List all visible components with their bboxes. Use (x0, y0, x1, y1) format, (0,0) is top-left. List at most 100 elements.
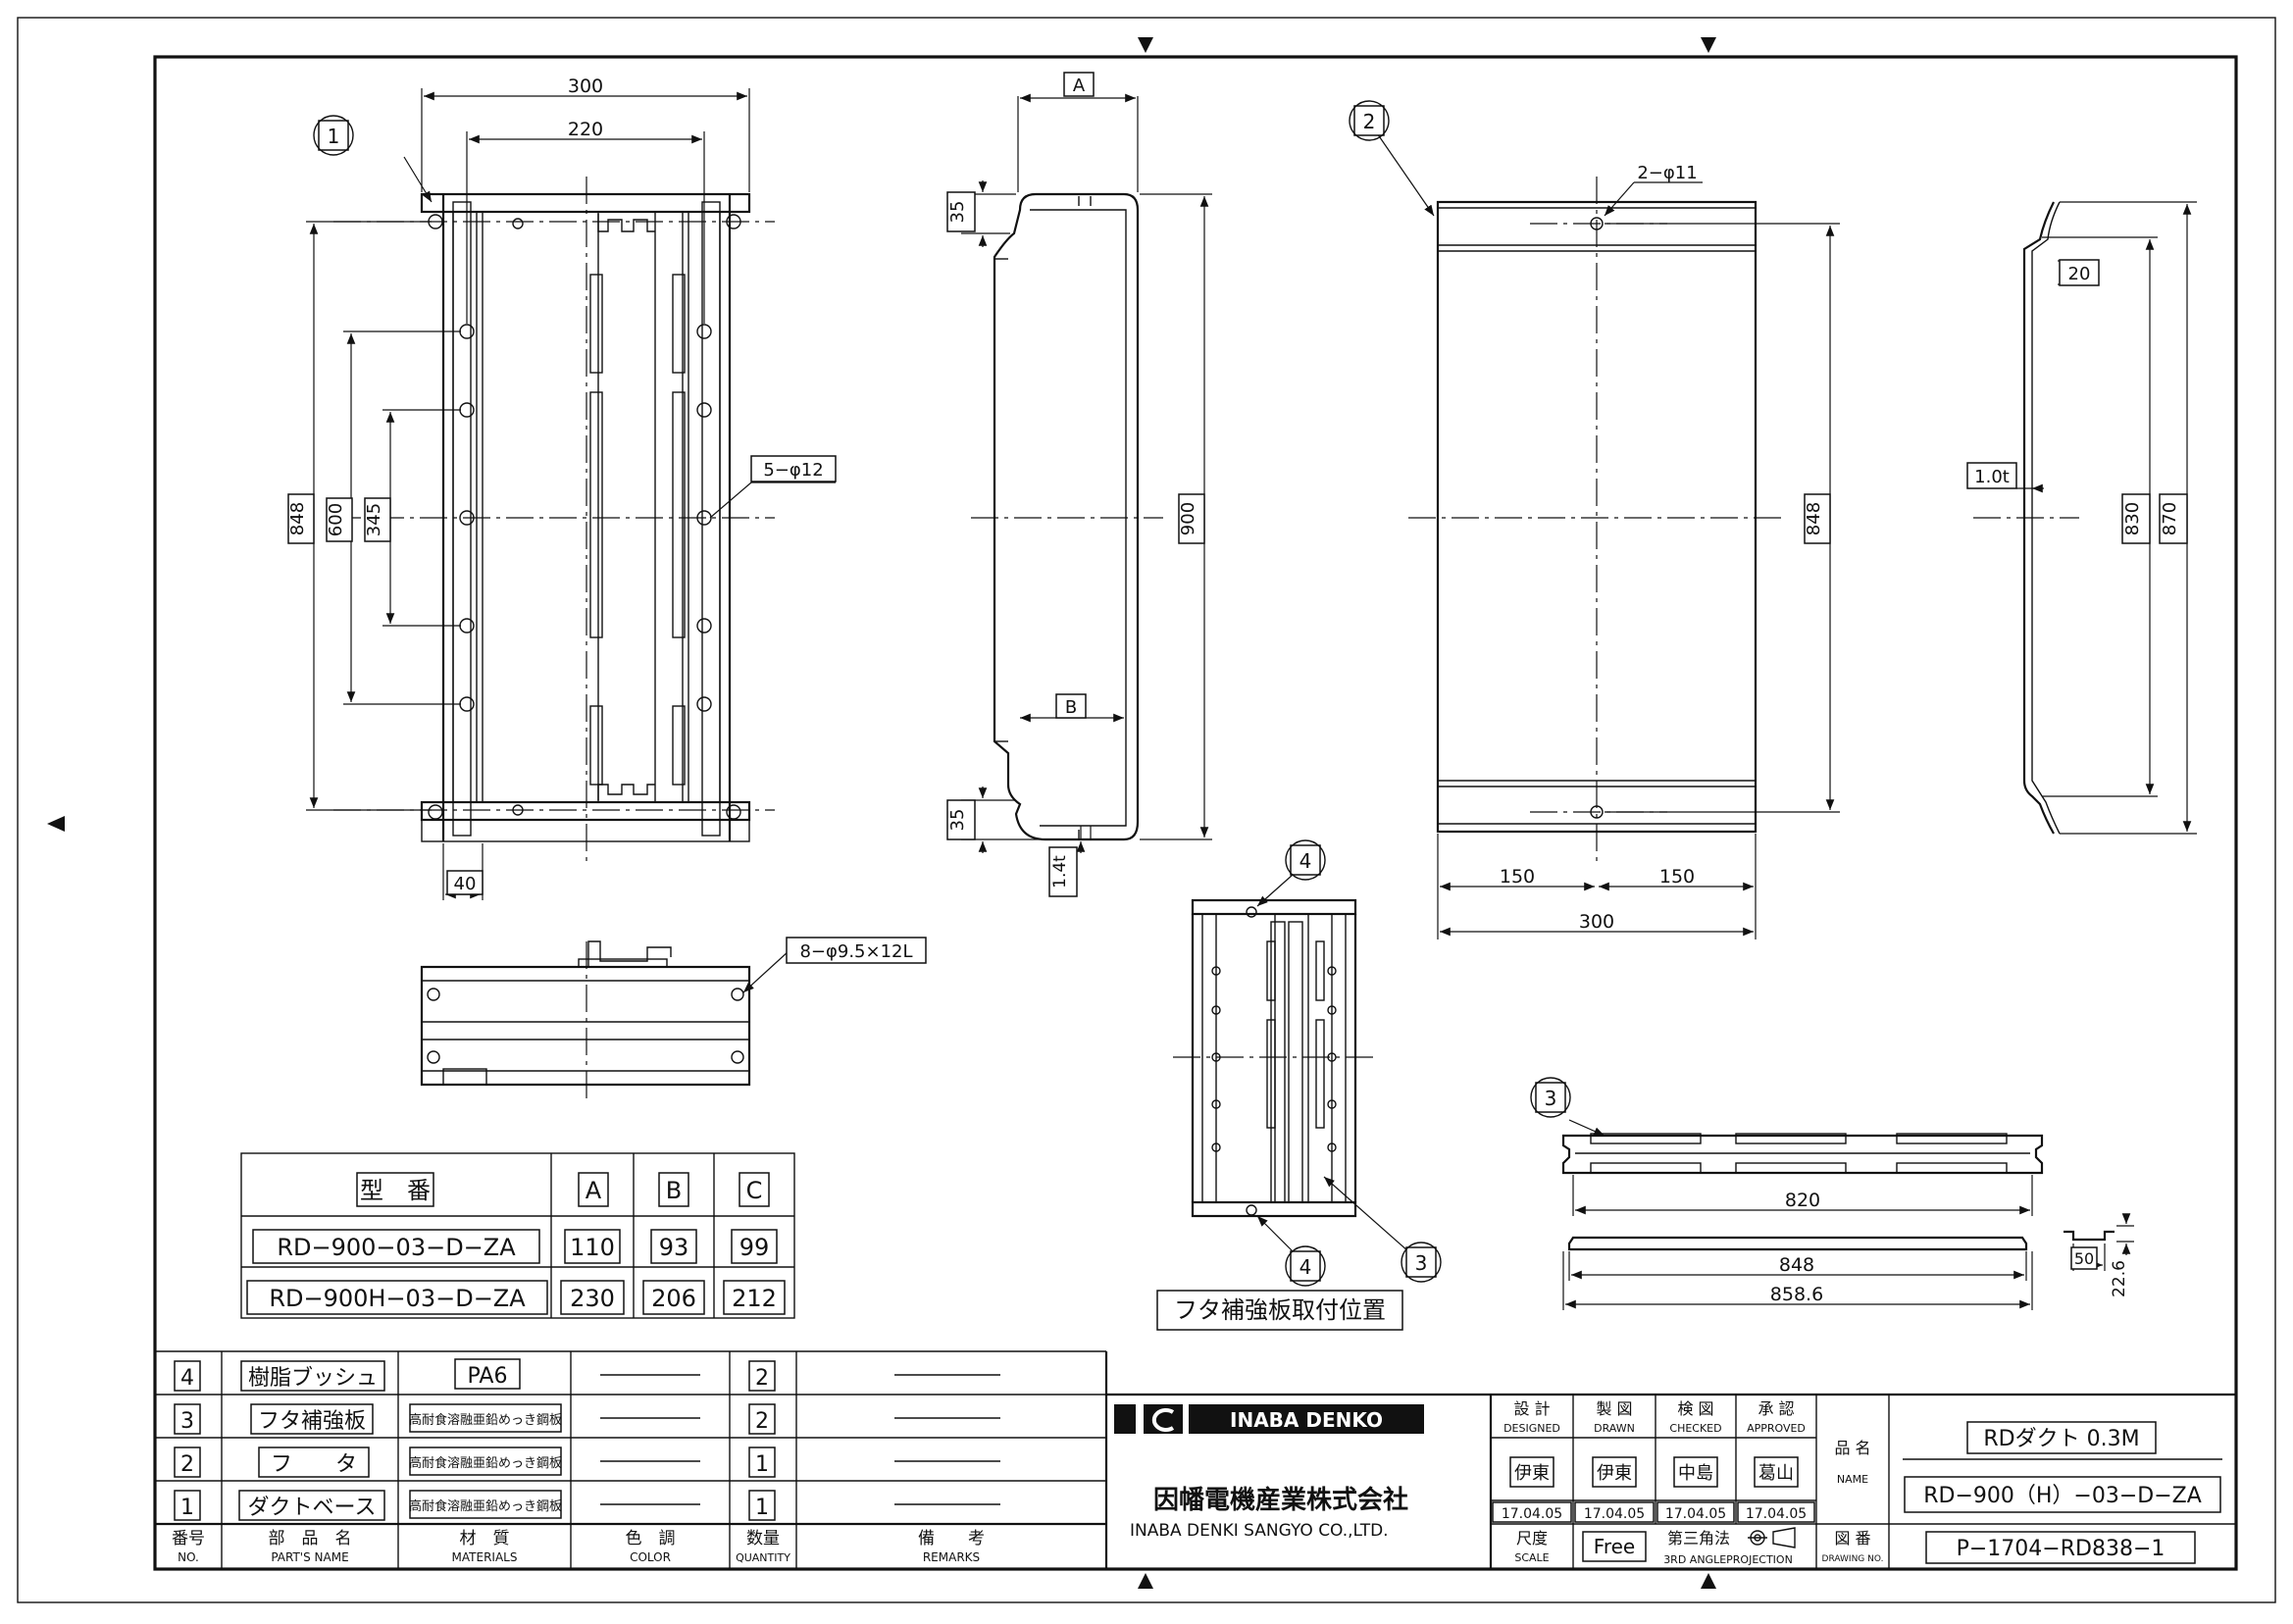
dim-830: 830 (2122, 502, 2143, 535)
view-duct-side: A B 35 35 900 1.4t (946, 72, 1212, 897)
part3-name: フタ補強板 (258, 1409, 366, 1434)
part4-name: 樹脂ブッシュ (248, 1366, 378, 1391)
hdr-color-en: COLOR (630, 1550, 671, 1564)
hdr-material-en: MATERIALS (452, 1550, 518, 1564)
center-mark-top-left (1138, 37, 1153, 53)
hdr-remarks-jp: 備 考 (918, 1529, 985, 1548)
projection-jp: 第三角法 (1667, 1529, 1730, 1548)
model-row1-c: 99 (739, 1234, 770, 1261)
model-header-type: 型 番 (360, 1177, 431, 1204)
brand-name: INABA DENKO (1230, 1408, 1383, 1432)
person-approved: 葛山 (1758, 1463, 1794, 1484)
model-table: 型 番 A B C RD−900−03−D−ZA 110 93 99 RD−90… (240, 1152, 795, 1319)
hdr-name-en: PART'S NAME (271, 1550, 348, 1564)
part3-qty: 2 (755, 1409, 769, 1434)
name-label-jp: 品 名 (1834, 1439, 1870, 1457)
balloon-1 (318, 120, 349, 151)
dim-35-bottom: 35 (947, 809, 968, 832)
dim-820: 820 (1785, 1190, 1820, 1211)
model-row2-c: 212 (732, 1285, 777, 1312)
scale-label-jp: 尺度 (1516, 1529, 1548, 1548)
hdr-material-jp: 材 質 (460, 1529, 510, 1548)
part4-material: PA6 (468, 1364, 508, 1389)
part2-qty: 1 (755, 1452, 769, 1477)
dim-858-6: 858.6 (1770, 1284, 1823, 1305)
third-angle-projection-icon (1748, 1527, 1796, 1548)
role-approved-en: APPROVED (1747, 1422, 1806, 1435)
hdr-name-jp: 部 品 名 (269, 1529, 352, 1548)
product-name: RDダクト 0.3M (1983, 1427, 2139, 1451)
note-holes-5: 5−φ12 (763, 460, 823, 481)
drawing-frame (153, 55, 2238, 1571)
part1-material: 高耐食溶融亜鉛めっき鋼板 (409, 1498, 562, 1514)
model-row1-a: 110 (570, 1234, 615, 1261)
dim-20: 20 (2068, 264, 2091, 284)
model-header-b: B (666, 1177, 682, 1204)
person-checked: 中島 (1678, 1463, 1713, 1484)
balloon-3-bottom (1405, 1246, 1437, 1278)
part1-name: ダクトベース (248, 1496, 377, 1520)
date-approved: 17.04.05 (1746, 1506, 1807, 1522)
model-row2-code: RD−900H−03−D−ZA (269, 1285, 526, 1312)
person-drawn: 伊東 (1597, 1463, 1632, 1484)
note-holes-8: 8−φ9.5×12L (799, 941, 912, 962)
date-drawn: 17.04.05 (1584, 1506, 1645, 1522)
view1-dimensions: 300 220 5−φ12 40 848 600 345 1 (287, 76, 837, 900)
balloon-4-bottom-label: 4 (1299, 1255, 1312, 1279)
hdr-color-jp: 色 調 (626, 1529, 676, 1548)
center-mark-bottom-right (1701, 1573, 1716, 1589)
person-designed: 伊東 (1514, 1463, 1550, 1484)
dim-40: 40 (454, 874, 477, 894)
balloon-2 (1353, 105, 1385, 136)
model-row1-b: 93 (659, 1234, 689, 1261)
balloon-1-label: 1 (328, 125, 340, 148)
hdr-no-en: NO. (178, 1550, 199, 1564)
projection-en: 3RD ANGLEPROJECTION (1663, 1553, 1793, 1566)
part1-qty: 1 (755, 1496, 769, 1520)
role-approved-jp: 承 認 (1758, 1399, 1794, 1418)
outer-border (17, 17, 2276, 1603)
dim-600: 600 (326, 503, 346, 536)
part2-material: 高耐食溶融亜鉛めっき鋼板 (409, 1455, 562, 1471)
company-en: INABA DENKI SANGYO CO.,LTD. (1130, 1521, 1389, 1541)
dim-150-right: 150 (1659, 866, 1695, 888)
model-header-c: C (746, 1177, 763, 1204)
dim-848-plate: 848 (1779, 1254, 1814, 1276)
scale-label-en: SCALE (1514, 1551, 1549, 1564)
role-designed-jp: 設 計 (1513, 1399, 1550, 1418)
dim-848-cover: 848 (1804, 502, 1824, 535)
logo-banner (1189, 1404, 1424, 1434)
cover-position-label: フタ補強板取付位置 (1174, 1296, 1386, 1324)
parts-list: 4 樹脂ブッシュ PA6 2 3 フタ補強板 高耐食溶融亜鉛めっき鋼板 2 2 … (155, 1350, 1108, 1569)
part3-no: 3 (180, 1409, 194, 1434)
part4-qty: 2 (755, 1366, 769, 1391)
center-mark-left (47, 816, 65, 832)
balloon-3-bottom-label: 3 (1415, 1251, 1428, 1275)
dim-345: 345 (364, 503, 384, 536)
center-mark-bottom-left (1138, 1573, 1153, 1589)
dim-1-0t: 1.0t (1974, 467, 2010, 487)
dim-300-top: 300 (568, 76, 603, 97)
title-block: INABA DENKO 因幡電機産業株式会社 INABA DENKI SANGY… (1106, 1393, 2236, 1569)
drawing-no-label-jp: 図 番 (1834, 1529, 1870, 1548)
part1-no: 1 (180, 1496, 194, 1520)
balloon-3-top-label: 3 (1545, 1087, 1557, 1110)
role-designed-en: DESIGNED (1503, 1422, 1560, 1435)
date-checked: 17.04.05 (1665, 1506, 1726, 1522)
dim-848-left: 848 (287, 502, 308, 535)
drawing-no-label-en: DRAWING NO. (1822, 1554, 1884, 1564)
hdr-qty-jp: 数量 (746, 1529, 780, 1548)
hdr-no-jp: 番号 (172, 1529, 205, 1548)
view-cover-front: 2−φ11 2 848 150 150 300 (1349, 100, 1840, 939)
balloon-3-top (1535, 1082, 1566, 1113)
view-duct-base-bottom: 8−φ9.5×12L (420, 937, 927, 1098)
scale-value: Free (1594, 1535, 1635, 1558)
view-cover-side: 830 870 20 1.0t (1966, 201, 2197, 835)
view-duct-base-front (333, 177, 775, 863)
dim-1-4t: 1.4t (1050, 855, 1070, 888)
part2-no: 2 (180, 1452, 194, 1477)
role-drawn-jp: 製 図 (1596, 1399, 1632, 1418)
part3-material: 高耐食溶融亜鉛めっき鋼板 (409, 1412, 562, 1428)
